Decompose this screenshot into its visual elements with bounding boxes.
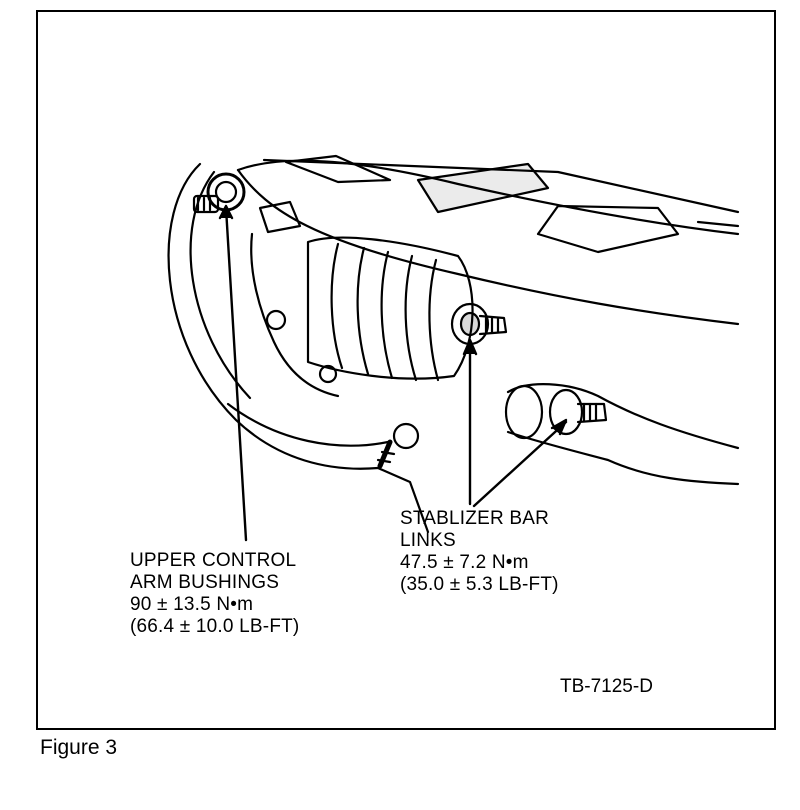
figure-caption: Figure 3	[40, 736, 118, 759]
callout-line: ARM BUSHINGS	[130, 572, 280, 593]
stabilizer-link-upper-nut	[450, 302, 508, 346]
callout-line: LINKS	[400, 530, 456, 551]
figure-frame: UPPER CONTROL ARM BUSHINGS 90 ± 13.5 N•m…	[36, 10, 776, 730]
arm-opening-2	[416, 162, 550, 214]
bellows-boot	[306, 236, 474, 382]
knuckle-outline	[167, 162, 380, 470]
callout-line: (35.0 ± 5.3 LB-FT)	[400, 574, 559, 595]
arm-opening-1	[284, 154, 392, 184]
stabilizer-bar-lower	[504, 383, 740, 486]
stabilizer-leader-2	[472, 420, 568, 508]
callout-line: UPPER CONTROL	[130, 550, 297, 571]
callout-line: (66.4 ± 10.0 LB-FT)	[130, 616, 300, 637]
upper-control-arm-callout: UPPER CONTROL ARM BUSHINGS 90 ± 13.5 N•m…	[130, 550, 299, 638]
callout-line: 47.5 ± 7.2 N•m	[400, 552, 529, 573]
leader-lines	[218, 204, 568, 542]
suspension-illustration	[167, 154, 740, 542]
callout-line: 90 ± 13.5 N•m	[130, 594, 254, 615]
upper-bushing-leader	[224, 206, 248, 542]
part-id-label: TB-7125-D	[560, 676, 653, 697]
lower-knuckle-bolt	[376, 422, 420, 469]
callout-line: STABLIZER BAR	[400, 508, 550, 529]
arm-opening-3	[536, 204, 680, 254]
stabilizer-bar-links-callout: STABLIZER BAR LINKS 47.5 ± 7.2 N•m (35.0…	[400, 508, 559, 596]
